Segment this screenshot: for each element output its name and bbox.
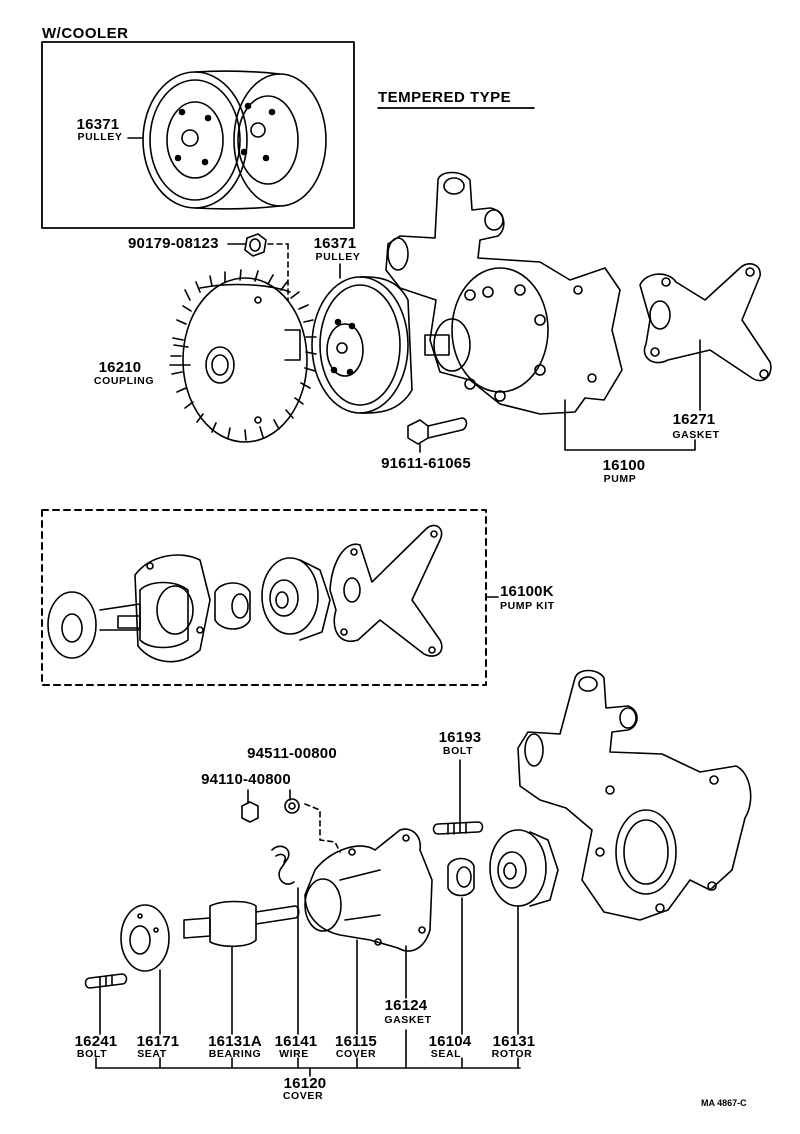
nut-small-number: 94110-40800 [201, 771, 291, 788]
seal-name: SEAL [430, 1048, 462, 1060]
cooler-pulley-drawing [127, 70, 327, 210]
pump-number: 16100 [602, 457, 646, 474]
gasket-pump-drawing [639, 263, 772, 411]
stud-bolt-number: 16193 [438, 729, 482, 746]
coupling-name: COUPLING [93, 375, 155, 387]
gasket-cover-name: GASKET [384, 1014, 432, 1026]
bolt-pump-number: 91611-61065 [381, 455, 471, 472]
seat-number: 16171 [136, 1033, 180, 1050]
seat-name: SEAT [137, 1048, 167, 1060]
wire-name: WIRE [279, 1048, 309, 1060]
bearing-name: BEARING [208, 1048, 262, 1060]
nut-number: 90179-08123 [128, 235, 219, 252]
rotor-name: ROTOR [491, 1048, 533, 1060]
stud-bolt-name: BOLT [442, 745, 474, 757]
cover-assy-number: 16120 [283, 1075, 327, 1092]
cover-number: 16115 [335, 1033, 377, 1050]
bearing-number: 16131A [208, 1033, 262, 1050]
cover-name: COVER [335, 1048, 377, 1060]
washer-number: 94511-00800 [247, 745, 337, 762]
rotor-drawing [489, 829, 559, 1035]
pulley-drawing [311, 263, 413, 414]
coupling-number: 16210 [98, 359, 142, 376]
stud-bolt-drawing [432, 759, 484, 835]
wire-number: 16141 [274, 1033, 318, 1050]
rotor-number: 16131 [492, 1033, 536, 1050]
pump-kit-name: PUMP KIT [500, 600, 555, 612]
washer-nut-drawing [241, 789, 341, 853]
bolt-pump-drawing [407, 417, 468, 453]
cooler-box [41, 41, 355, 229]
gasket-cover-number: 16124 [384, 997, 428, 1014]
seat-drawing [120, 904, 170, 1035]
cover-assy-bracket [95, 1029, 521, 1077]
pump-kit-parts-drawing [47, 524, 443, 663]
nut-drawing [227, 233, 289, 301]
coupling-drawing [169, 269, 317, 443]
bearing-drawing [183, 900, 300, 1035]
pump-name: PUMP [603, 473, 637, 485]
pump-drawing [385, 171, 696, 451]
seal-drawing [447, 857, 475, 1035]
pulley-cooler-name: PULLEY [77, 131, 123, 143]
tempered-type-header: TEMPERED TYPE [378, 89, 512, 106]
pulley-name: PULLEY [315, 251, 361, 263]
reference-code: MA 4867-C [701, 1098, 747, 1108]
pump-kit-number: 16100K [500, 583, 554, 600]
bolt-number: 16241 [74, 1033, 118, 1050]
pulley-number: 16371 [313, 235, 357, 252]
cover-drawing [304, 828, 433, 1035]
bolt-lower-drawing [84, 973, 128, 1035]
bolt-name: BOLT [76, 1048, 108, 1060]
seal-number: 16104 [428, 1033, 472, 1050]
gasket-pump-name: GASKET [672, 429, 720, 441]
wire-clip-drawing [271, 845, 299, 1035]
pulley-cooler-number: 16371 [76, 116, 120, 133]
gasket-pump-number: 16271 [672, 411, 716, 428]
cooler-header: W/COOLER [42, 25, 129, 42]
pump-body-lower-drawing [517, 669, 752, 921]
cover-assy-name: COVER [282, 1090, 324, 1102]
